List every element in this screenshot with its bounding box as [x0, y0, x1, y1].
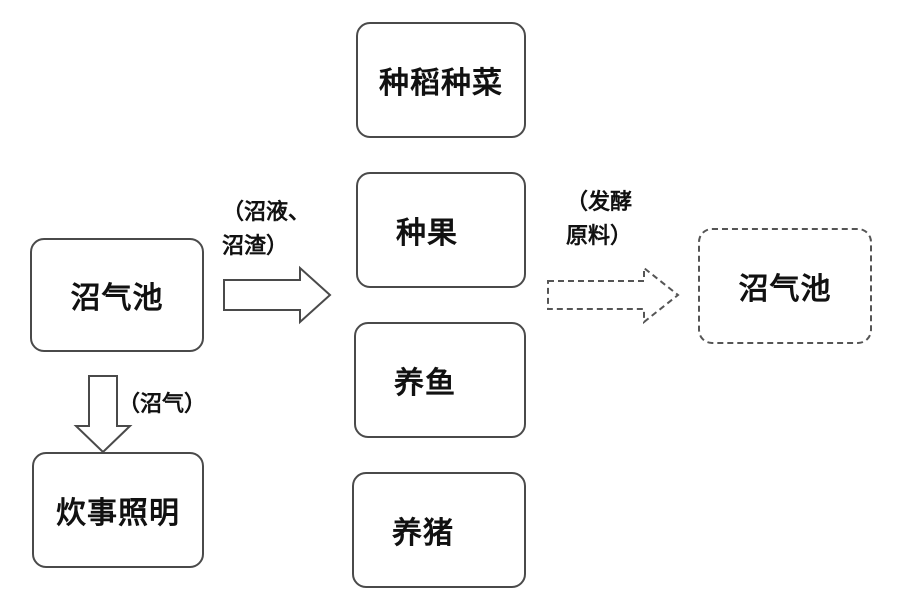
cooking-lighting-box: 炊事照明 [32, 452, 204, 568]
fish-label: 养鱼 [394, 366, 456, 401]
fruit-box: 种果 [356, 172, 526, 288]
pig-box: 养猪 [352, 472, 526, 588]
rice-vegetable-label: 种稻种菜 [379, 66, 503, 101]
slurry-residue-note-line2: 沼渣） [222, 234, 289, 259]
slurry-residue-note-line1: （沼液、 [222, 200, 311, 225]
target-biogas-digester-label: 沼气池 [738, 272, 832, 307]
slurry-residue-note: （沼液、 沼渣） [222, 196, 310, 264]
fermentation-material-note-line2: 原料） [566, 224, 633, 249]
target-biogas-digester-box: 沼气池 [698, 228, 872, 344]
fruit-label: 种果 [396, 216, 458, 251]
fermentation-material-note-line1: （发酵 [566, 190, 633, 215]
biogas-digester-box: 沼气池 [30, 238, 204, 352]
fermentation-material-note: （发酵 原料） [566, 186, 632, 254]
rice-vegetable-box: 种稻种菜 [356, 22, 526, 138]
biogas-digester-label: 沼气池 [70, 281, 164, 316]
biogas-note: （沼气） [118, 388, 206, 422]
down-hollow-arrow [73, 375, 133, 454]
right-hollow-arrow [223, 265, 332, 325]
right-dashed-arrow [547, 265, 680, 325]
cooking-lighting-label: 炊事照明 [56, 496, 180, 531]
biogas-note-text: （沼气） [118, 392, 207, 417]
fish-box: 养鱼 [354, 322, 526, 438]
pig-label: 养猪 [392, 516, 454, 551]
